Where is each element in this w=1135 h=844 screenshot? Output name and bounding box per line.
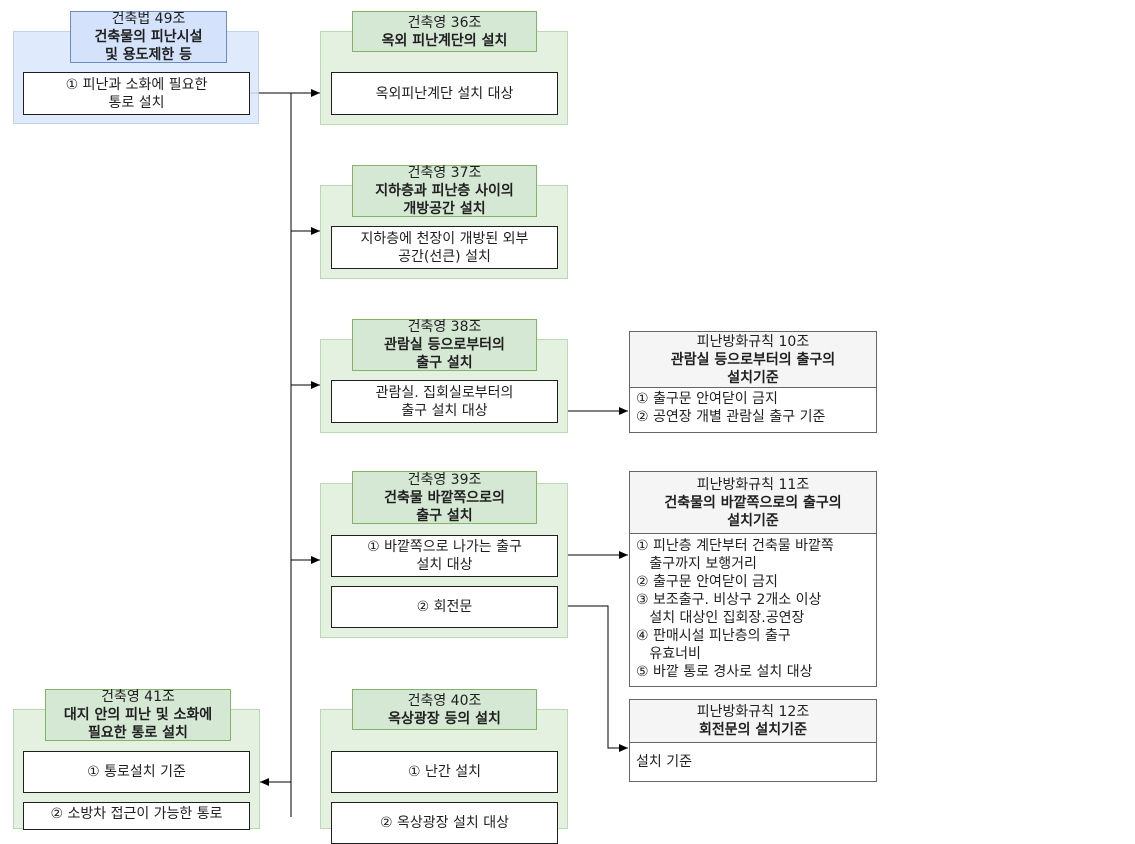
decree37-header: 건축영 37조 지하층과 피난층 사이의 개방공간 설치 — [352, 165, 537, 217]
decree40-item-1[interactable]: ① 난간 설치 — [331, 751, 558, 793]
decree39-title-line2: 출구 설치 — [416, 507, 473, 524]
law49-number: 건축법 49조 — [111, 11, 186, 27]
decree39-item-1-line1: ① 바깥쪽으로 나가는 출구 — [367, 539, 522, 555]
decree36-header: 건축영 36조 옥외 피난계단의 설치 — [352, 11, 537, 52]
decree41-item-1[interactable]: ① 통로설치 기준 — [23, 751, 250, 793]
rule11-body: ① 피난층 계단부터 건축물 바깥쪽 출구까지 보행거리 ② 출구문 안여닫이 … — [630, 534, 876, 685]
decree39-title-line1: 건축물 바깥쪽으로의 — [384, 489, 505, 506]
rule11-line: ② 출구문 안여닫이 금지 — [636, 574, 778, 590]
law49-title-line2: 및 용도제한 등 — [104, 47, 193, 63]
decree37-item-1[interactable]: 지하층에 천장이 개방된 외부 공간(선큰) 설치 — [331, 226, 558, 269]
rule11-title-line2: 설치기준 — [727, 512, 779, 529]
connector-lines — [250, 89, 628, 817]
rule10-title-line2: 설치기준 — [727, 369, 779, 386]
law49-item-1-line2: 통로 설치 — [108, 94, 165, 111]
rule12-number: 피난방화규칙 12조 — [696, 704, 810, 720]
rule12-header: 피난방화규칙 12조 회전문의 설치기준 — [630, 700, 876, 743]
decree38-title-line2: 출구 설치 — [416, 355, 473, 371]
decree38-header: 건축영 38조 관람실 등으로부터의 출구 설치 — [352, 319, 537, 371]
rule10-card: 피난방화규칙 10조 관람실 등으로부터의 출구의 설치기준 ① 출구문 안여닫… — [629, 331, 877, 433]
rule11-card: 피난방화규칙 11조 건축물의 바깥쪽으로의 출구의 설치기준 ① 피난층 계단… — [629, 471, 877, 687]
rule11-line: ① 피난층 계단부터 건축물 바깥쪽 — [636, 538, 834, 554]
decree36-number: 건축영 36조 — [407, 14, 482, 31]
decree39-header: 건축영 39조 건축물 바깥쪽으로의 출구 설치 — [352, 471, 537, 524]
decree41-header: 건축영 41조 대지 안의 피난 및 소화에 필요한 통로 설치 — [45, 689, 231, 741]
decree37-number: 건축영 37조 — [407, 165, 482, 181]
rule10-header: 피난방화규칙 10조 관람실 등으로부터의 출구의 설치기준 — [630, 332, 876, 388]
decree38-number: 건축영 38조 — [407, 319, 482, 335]
decree40-number: 건축영 40조 — [407, 692, 482, 709]
decree38-item-1-line1: 관람실. 집회실로부터의 — [375, 384, 514, 401]
decree37-title-line2: 개방공간 설치 — [403, 201, 486, 217]
rule11-header: 피난방화규칙 11조 건축물의 바깥쪽으로의 출구의 설치기준 — [630, 472, 876, 534]
rule10-line: ① 출구문 안여닫이 금지 — [636, 391, 778, 407]
rule10-title-line1: 관람실 등으로부터의 출구의 — [670, 351, 836, 368]
decree37-item-1-line1: 지하층에 천장이 개방된 외부 — [360, 230, 529, 247]
rule11-line: ⑤ 바깥 통로 경사로 설치 대상 — [636, 664, 813, 680]
rule12-title: 회전문의 설치기준 — [699, 722, 807, 738]
decree38-item-1[interactable]: 관람실. 집회실로부터의 출구 설치 대상 — [331, 380, 558, 423]
law49-item-1-line1: ① 피난과 소화에 필요한 — [65, 76, 208, 93]
rule11-number: 피난방화규칙 11조 — [696, 476, 810, 493]
decree41-item-2[interactable]: ② 소방차 접근이 가능한 통로 — [23, 802, 250, 830]
decree38-title-line1: 관람실 등으로부터의 — [384, 337, 505, 353]
decree39-item-1[interactable]: ① 바깥쪽으로 나가는 출구 설치 대상 — [331, 535, 558, 577]
law49-item-1[interactable]: ① 피난과 소화에 필요한 통로 설치 — [23, 72, 250, 115]
decree41-title-line1: 대지 안의 피난 및 소화에 — [63, 707, 213, 723]
law49-title-line1: 건축물의 피난시설 — [94, 29, 203, 45]
decree39-item-2[interactable]: ② 회전문 — [331, 586, 558, 628]
decree37-item-1-line2: 공간(선큰) 설치 — [398, 248, 491, 265]
rule10-line: ② 공연장 개별 관람실 출구 기준 — [636, 409, 826, 425]
decree41-number: 건축영 41조 — [101, 689, 175, 705]
rule11-line: ③ 보조출구. 비상구 2개소 이상 — [636, 592, 822, 608]
rule11-line: ④ 판매시설 피난층의 출구 — [636, 628, 791, 644]
decree40-header: 건축영 40조 옥상광장 등의 설치 — [352, 689, 537, 730]
decree37-title-line1: 지하층과 피난층 사이의 — [375, 183, 514, 199]
decree40-item-2[interactable]: ② 옥상광장 설치 대상 — [331, 802, 558, 844]
rule10-number: 피난방화규칙 10조 — [696, 333, 810, 350]
arrow-39-to-rule12 — [557, 605, 628, 752]
decree41-title-line2: 필요한 통로 설치 — [88, 725, 188, 741]
rule12-card: 피난방화규칙 12조 회전문의 설치기준 설치 기준 — [629, 699, 877, 782]
rule11-line: 설치 대상인 집회장.공연장 — [636, 610, 805, 626]
rule11-title-line1: 건축물의 바깥쪽으로의 출구의 — [664, 494, 842, 511]
decree39-item-1-line2: 설치 대상 — [416, 557, 473, 573]
rule11-line: 출구까지 보행거리 — [636, 556, 757, 572]
decree39-number: 건축영 39조 — [407, 471, 482, 488]
decree38-item-1-line2: 출구 설치 대상 — [401, 402, 488, 419]
decree36-title: 옥외 피난계단의 설치 — [381, 32, 508, 49]
rule12-body: 설치 기준 — [636, 754, 692, 770]
decree40-title: 옥상광장 등의 설치 — [388, 710, 501, 727]
rule11-line: 유효너비 — [636, 646, 701, 662]
law49-header: 건축법 49조 건축물의 피난시설 및 용도제한 등 — [70, 11, 227, 63]
rule10-body: ① 출구문 안여닫이 금지 ② 공연장 개별 관람실 출구 기준 — [630, 388, 876, 430]
decree36-item-1[interactable]: 옥외피난계단 설치 대상 — [331, 72, 558, 115]
